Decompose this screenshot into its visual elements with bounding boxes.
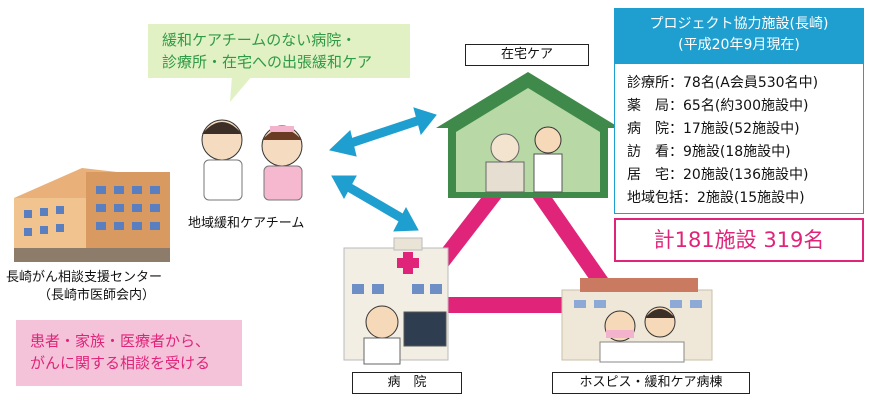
blue-arrow-team-home xyxy=(328,107,437,157)
link-home-hospice xyxy=(523,175,617,300)
callout-tail xyxy=(230,76,252,102)
hospice-building xyxy=(561,278,713,363)
row-clinic: 診療所：78名(A会員530名中) xyxy=(627,75,819,91)
row-hospital: 病 院：17施設(52施設中) xyxy=(627,121,800,137)
project-facilities-panel: プロジェクト協力施設(長崎) (平成20年9月現在) 診療所：78名(A会員53… xyxy=(614,8,864,264)
callout-line-2: 診療所・在宅への出張緩和ケア xyxy=(162,53,373,71)
team-label: 地域緩和ケアチーム xyxy=(188,216,305,231)
blue-arrow-team-hospital xyxy=(331,175,419,232)
panel-header: プロジェクト協力施設(長崎) (平成20年9月現在) xyxy=(614,8,864,64)
outreach-callout: 緩和ケアチームのない病院・ 診療所・在宅への出張緩和ケア xyxy=(148,24,410,78)
row-visiting-nurse: 訪 看：9施設(18施設中) xyxy=(627,144,791,160)
hospice-label: ホスピス・緩和ケア病棟 xyxy=(552,372,750,394)
note-line-2: がんに関する相談を受ける xyxy=(30,354,211,372)
panel-date: (平成20年9月現在) xyxy=(678,37,800,53)
center-label-line-1: 長崎がん相談支援センター xyxy=(6,270,163,285)
home-care-house xyxy=(436,72,620,198)
consultation-note: 患者・家族・医療者から、 がんに関する相談を受ける xyxy=(16,320,242,386)
row-pharmacy: 薬 局：65名(約300施設中) xyxy=(627,98,809,114)
home-care-label: 在宅ケア xyxy=(465,44,589,66)
row-home-support: 居 宅：20施設(136施設中) xyxy=(627,167,809,183)
note-line-1: 患者・家族・医療者から、 xyxy=(30,332,211,350)
panel-list: 診療所：78名(A会員530名中) 薬 局：65名(約300施設中) 病 院：1… xyxy=(614,64,864,214)
panel-total: 計181施設 319名 xyxy=(614,218,864,262)
consultation-center-building xyxy=(14,168,170,262)
panel-title: プロジェクト協力施設(長崎) xyxy=(649,16,829,32)
hospital-building xyxy=(343,237,449,365)
hospital-label: 病 院 xyxy=(352,372,462,394)
row-community-center: 地域包括：2施設(15施設中) xyxy=(627,190,805,206)
center-label-line-2: （長崎市医師会内） xyxy=(38,288,156,303)
callout-line-1: 緩和ケアチームのない病院・ xyxy=(162,31,357,49)
palliative-team-people xyxy=(201,119,303,201)
